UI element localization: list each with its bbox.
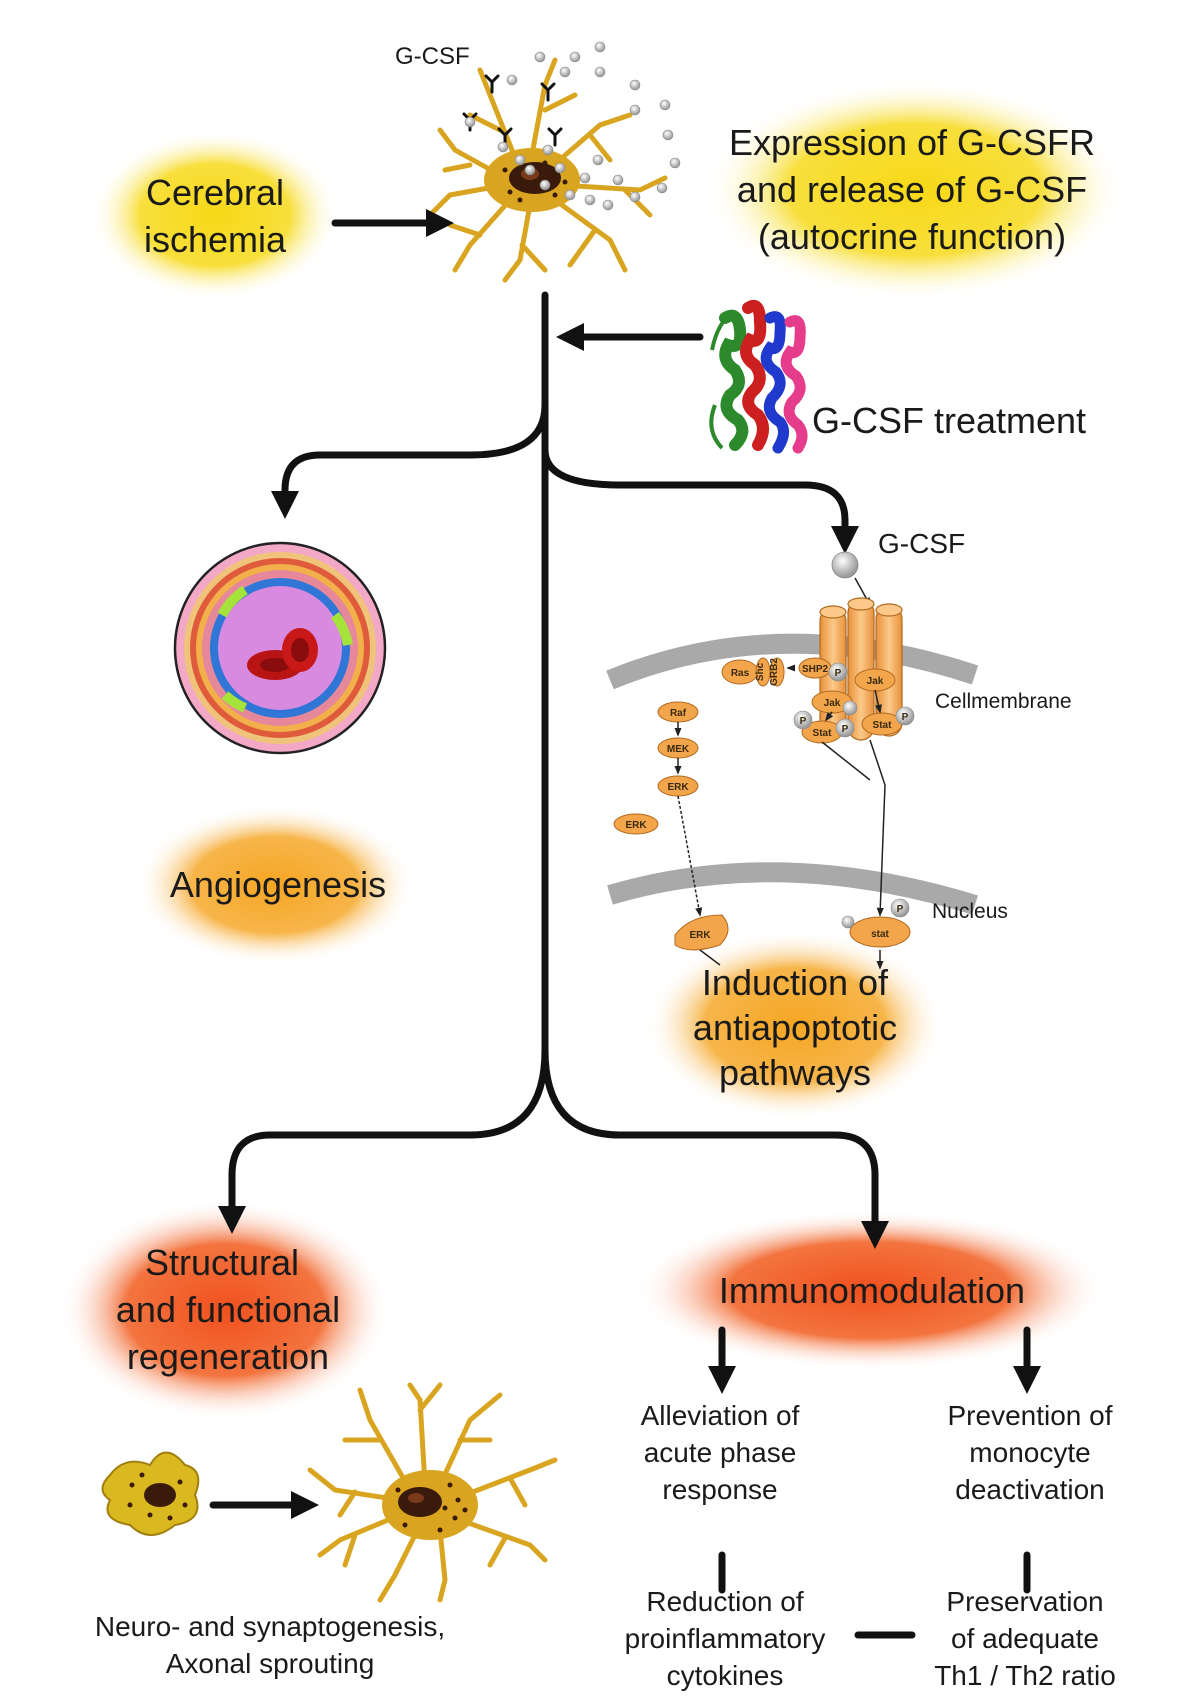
regenerated-neuron	[307, 1382, 558, 1603]
top-gcsf-label: G-CSF	[395, 43, 470, 70]
expression-line1: Expression of G-CSFR	[729, 122, 1095, 163]
branch-angiogenesis	[271, 401, 549, 519]
ras-label: Ras	[731, 668, 750, 679]
stat-label-1: Stat	[813, 728, 833, 739]
cell-membrane	[606, 633, 979, 690]
alleviation-line3: response	[662, 1474, 777, 1505]
expression-line3: (autocrine function)	[758, 216, 1066, 257]
cellmembrane-label: Cellmembrane	[935, 690, 1072, 713]
preservation-line3: Th1 / Th2 ratio	[934, 1660, 1116, 1691]
gcsf-treatment-label: G-CSF treatment	[812, 400, 1086, 441]
preservation-line2: of adequate	[951, 1623, 1099, 1654]
preservation-line1: Preservation	[946, 1586, 1103, 1617]
immunomodulation-label: Immunomodulation	[719, 1270, 1025, 1311]
p-label-5: P	[897, 904, 904, 915]
nucleus-label: Nucleus	[932, 900, 1008, 923]
blood-vessel	[173, 541, 387, 755]
prevention-line2: monocyte	[969, 1437, 1090, 1468]
branch-regeneration	[218, 1046, 549, 1234]
nuclear-membrane	[607, 862, 978, 915]
prevention-line1: Prevention of	[948, 1400, 1113, 1431]
erk-label-nucleus: ERK	[689, 930, 711, 941]
jak-label-1: Jak	[824, 698, 841, 709]
reduction-line1: Reduction of	[646, 1586, 803, 1617]
structural-line3: regeneration	[127, 1336, 329, 1377]
neuro-line1: Neuro- and synaptogenesis,	[95, 1611, 445, 1642]
reduction-line2: proinflammatory	[625, 1623, 826, 1654]
p-label-1: P	[835, 668, 842, 679]
activated-neuron	[427, 41, 681, 283]
cerebral-ischemia-line1: Cerebral	[146, 172, 284, 213]
gcsf-protein-structure	[709, 299, 808, 454]
gcsf-ligand-label: G-CSF	[878, 528, 965, 559]
branch-antiapoptotic	[541, 446, 859, 554]
induction-glow	[645, 930, 945, 1120]
structural-line1: Structural	[145, 1242, 299, 1283]
grb2-label: GRB2	[769, 658, 780, 686]
shc-label: Shc	[755, 662, 766, 681]
mek-label: MEK	[667, 744, 690, 755]
branch-immuno	[541, 1046, 889, 1249]
signaling-pathway: Ras Shc GRB2 SHP2 Raf MEK ERK ERK ERK Ja…	[606, 551, 979, 970]
jak-label-2: Jak	[867, 676, 884, 687]
neuro-line2: Axonal sprouting	[166, 1648, 375, 1679]
reduction-line3: cytokines	[667, 1660, 784, 1691]
gcsf-ligand-ball	[831, 551, 859, 579]
alleviation-line2: acute phase	[644, 1437, 797, 1468]
stat-label-2: Stat	[873, 720, 893, 731]
expression-line2: and release of G-CSF	[737, 169, 1087, 210]
immature-neuron	[101, 1451, 200, 1536]
immuno-glow	[635, 1210, 1105, 1370]
p-label-4: P	[902, 712, 909, 723]
induction-line1: Induction of	[702, 962, 889, 1003]
raf-label: Raf	[670, 708, 687, 719]
p-label-3: P	[842, 724, 849, 735]
structural-line2: and functional	[116, 1289, 340, 1330]
prevention-line3: deactivation	[955, 1474, 1104, 1505]
erk-label-2: ERK	[625, 820, 647, 831]
angiogenesis-label: Angiogenesis	[170, 864, 386, 905]
expression-glow	[705, 80, 1125, 300]
erk-label-1: ERK	[667, 782, 689, 793]
cerebral-ischemia-line2: ischemia	[144, 219, 287, 260]
p-label-2: P	[800, 716, 807, 727]
induction-line2: antiapoptotic	[693, 1007, 897, 1048]
structural-glow	[60, 1200, 390, 1420]
stat-label-nucleus: stat	[871, 929, 889, 940]
induction-line3: pathways	[719, 1052, 871, 1093]
angiogenesis-glow	[135, 805, 415, 965]
shp2-label: SHP2	[802, 664, 829, 675]
main-arrows	[209, 209, 1041, 1639]
alleviation-line1: Alleviation of	[641, 1400, 800, 1431]
cerebral-glow	[90, 130, 340, 300]
